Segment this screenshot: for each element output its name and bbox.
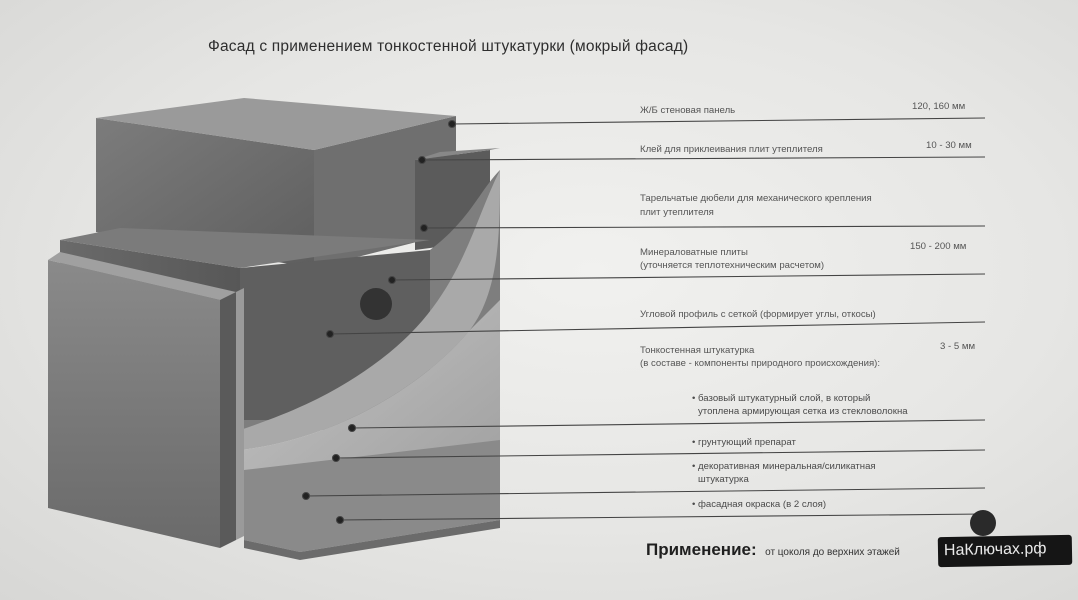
concrete-panel <box>96 98 456 268</box>
value-panel: 120, 160 мм <box>912 101 966 112</box>
label-panel: Ж/Б стеновая панель <box>640 105 736 116</box>
label-base-layer-2: утоплена армирующая сетка из стекловолок… <box>698 406 908 417</box>
watermark: НаКлючах.рф <box>937 534 1073 568</box>
label-plaster-1: Тонкостенная штукатурка <box>640 345 755 356</box>
label-decorative-1: • декоративная минеральная/силикатная <box>692 461 876 472</box>
base-slab <box>244 440 500 560</box>
label-base-layer-1: • базовый штукатурный слой, в который <box>692 393 871 404</box>
page-title: Фасад с применением тонкостенной штукату… <box>208 38 689 55</box>
label-decorative-2: штукатурка <box>698 474 749 485</box>
value-plaster: 3 - 5 мм <box>940 341 976 352</box>
watermark-text: НаКлючах.рф <box>943 540 1047 560</box>
label-corner: Угловой профиль с сеткой (формирует углы… <box>640 309 876 320</box>
value-mineral: 150 - 200 мм <box>910 241 967 252</box>
front-plates <box>48 252 244 548</box>
application-heading: Применение: <box>646 540 757 559</box>
watermark-logo-icon <box>970 510 996 536</box>
label-primer: • грунтующий препарат <box>692 437 796 448</box>
label-dowels-1: Тарельчатые дюбели для механического кре… <box>640 193 872 204</box>
label-mineral-2: (уточняется теплотехническим расчетом) <box>640 260 825 271</box>
application-note: Применение: от цоколя до верхних этажей <box>646 540 900 560</box>
label-mineral-1: Минераловатные плиты <box>640 247 748 258</box>
label-plaster-2: (в составе - компоненты природного проис… <box>640 358 880 369</box>
label-paint: • фасадная окраска (в 2 слоя) <box>692 499 827 510</box>
value-glue: 10 - 30 мм <box>926 140 972 151</box>
label-glue: Клей для приклеивания плит утеплителя <box>640 144 823 155</box>
label-dowels-2: плит утеплителя <box>640 207 714 218</box>
leader-lines <box>301 117 986 525</box>
application-text: от цоколя до верхних этажей <box>765 547 900 558</box>
